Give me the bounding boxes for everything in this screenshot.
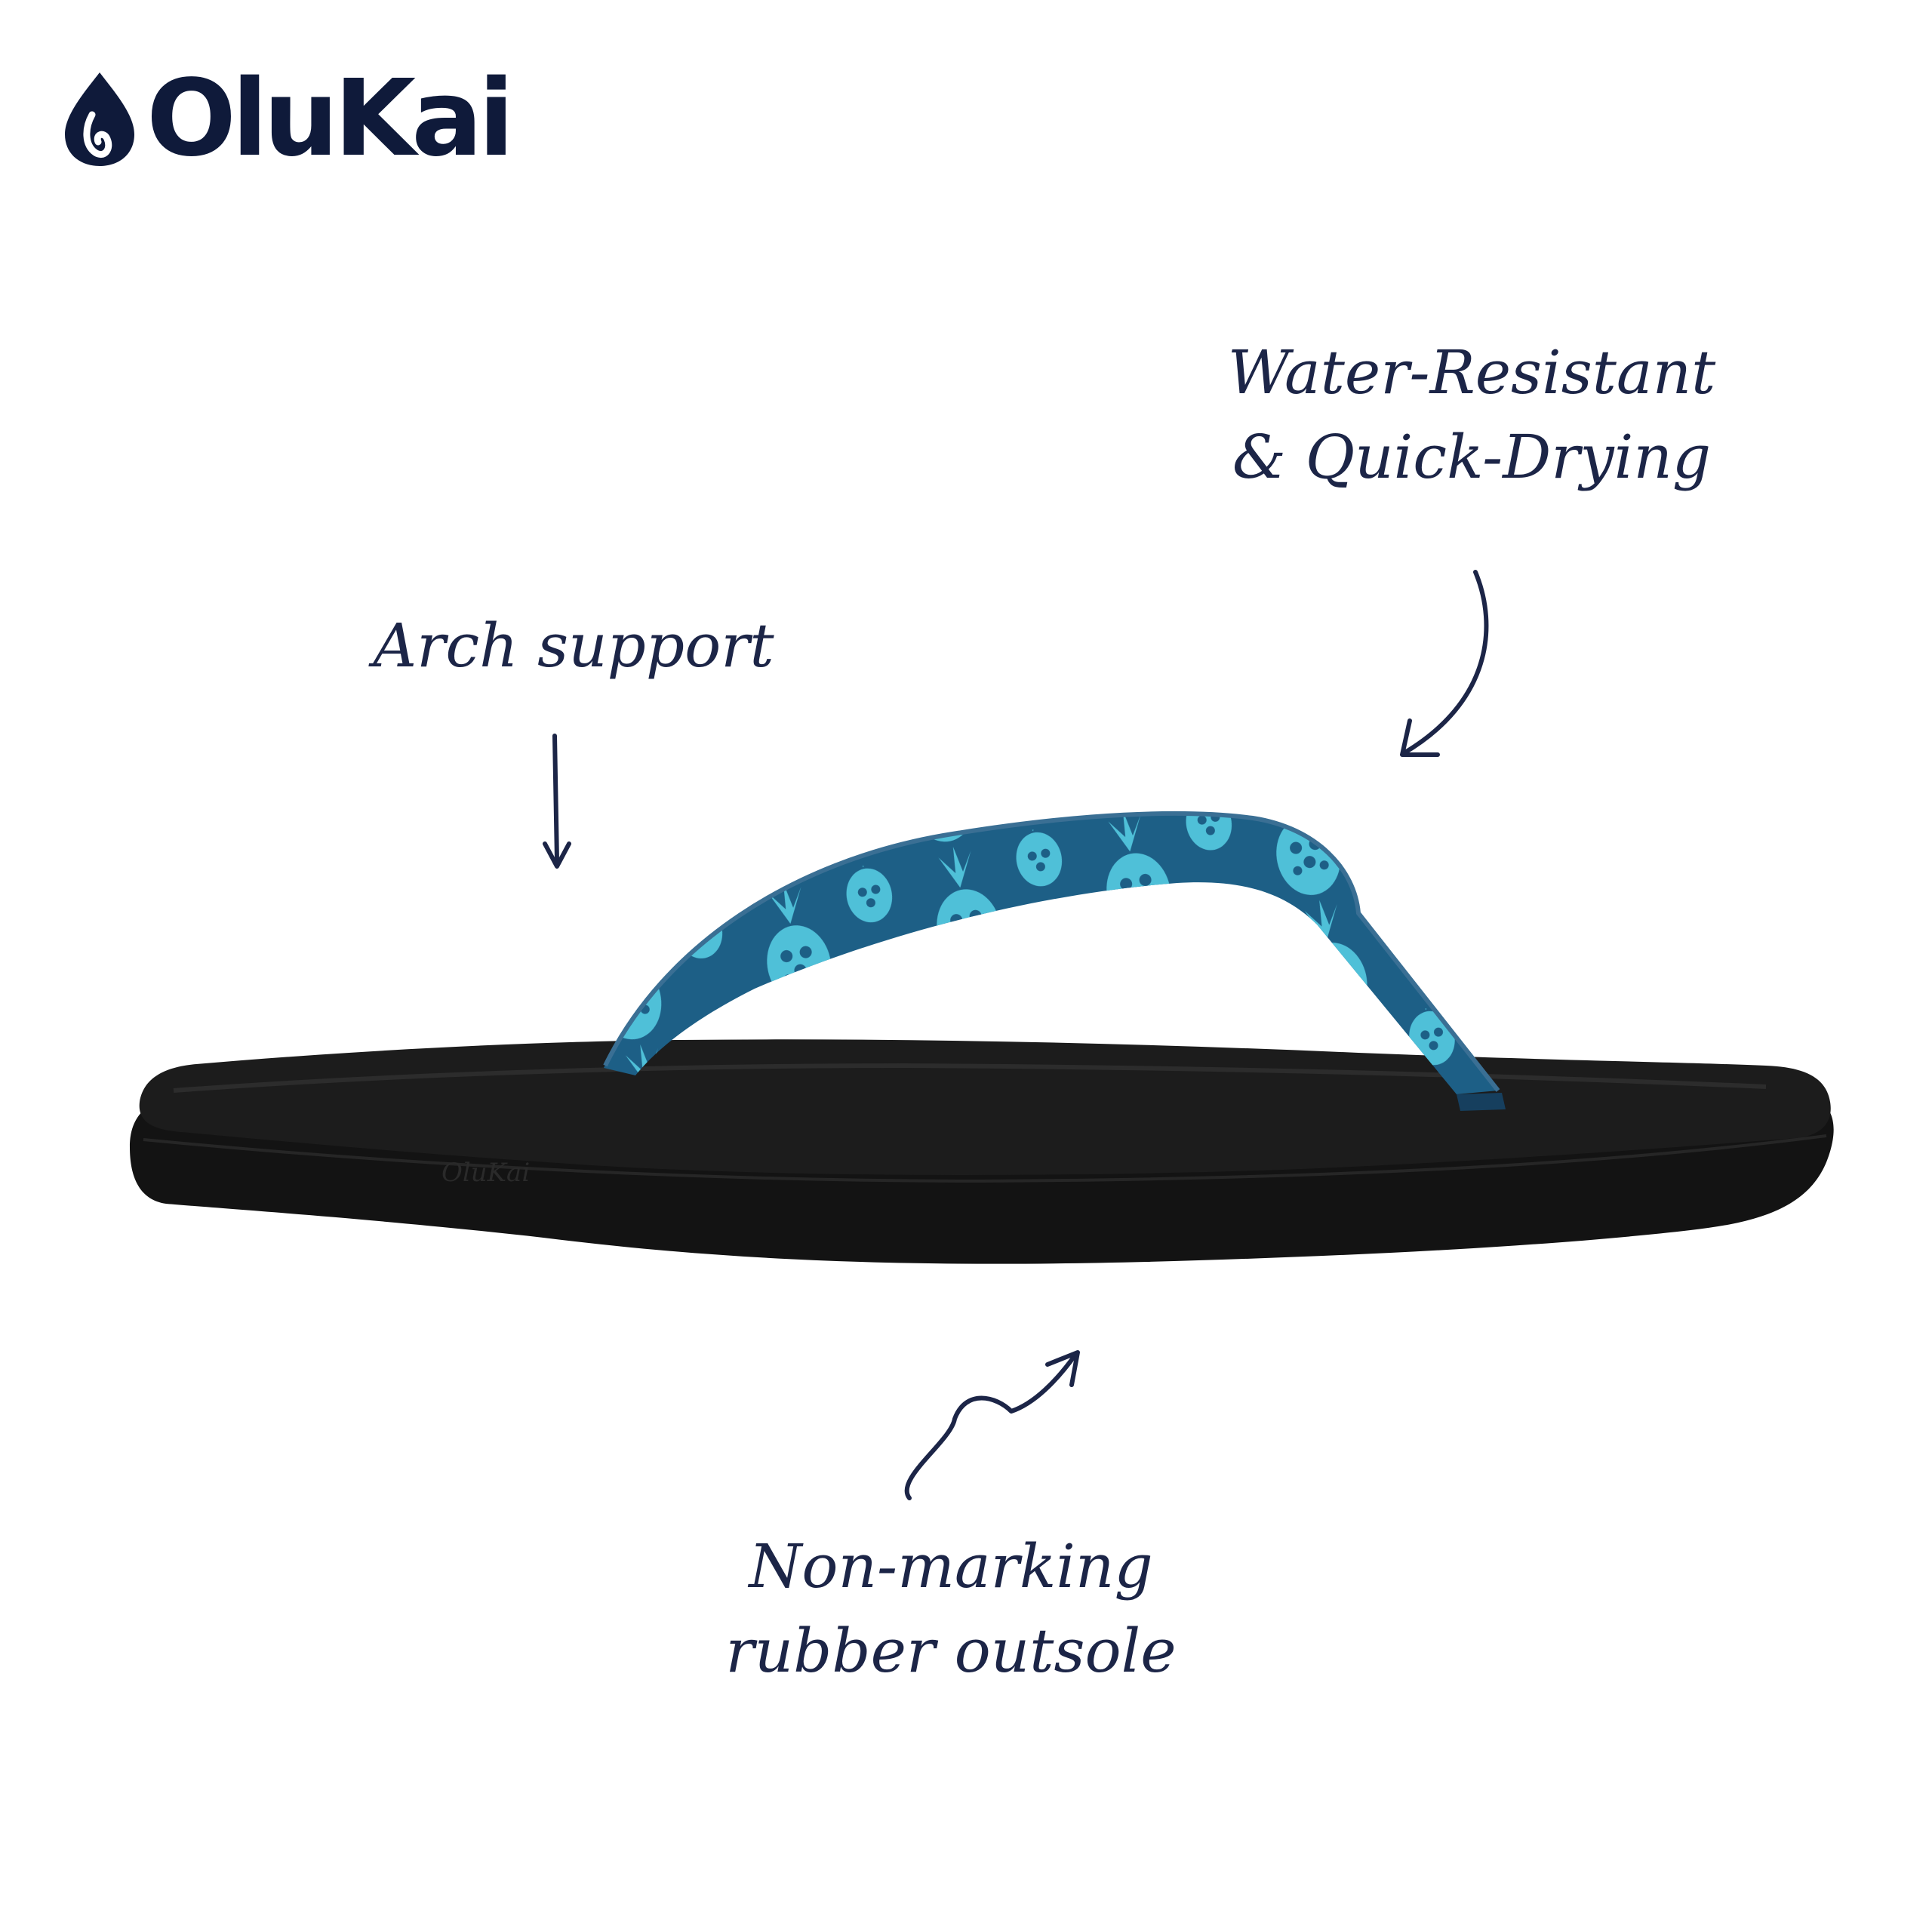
arrow-arch [552,734,559,863]
olukai-wave-drop-icon [65,72,134,166]
callout-water-line1: Water-Resistant [1227,337,1716,408]
arrow-sole [904,1352,1078,1500]
callout-arch-line1: Arch support [373,611,774,681]
callout-arch-support: Arch support [347,604,800,688]
callout-sole-line2: rubber outsole [725,1616,1177,1686]
brand-wordmark: OluKai [146,57,515,180]
arrow-sole-head [1045,1350,1080,1387]
callout-outsole: Non-marking rubber outsole [664,1524,1238,1694]
callout-water-resistant: Water-Resistant & Quick-Drying [1192,331,1751,500]
brand-logo: OluKai [62,59,530,180]
callout-water-line2: & Quick-Drying [1232,422,1712,492]
arrow-water-head [1400,718,1440,757]
sole-imprint-logo: OluKai [441,1158,530,1188]
callout-sole-line1: Non-marking [749,1531,1153,1601]
arrow-water [1401,570,1489,755]
arrow-arch-head [543,841,571,869]
